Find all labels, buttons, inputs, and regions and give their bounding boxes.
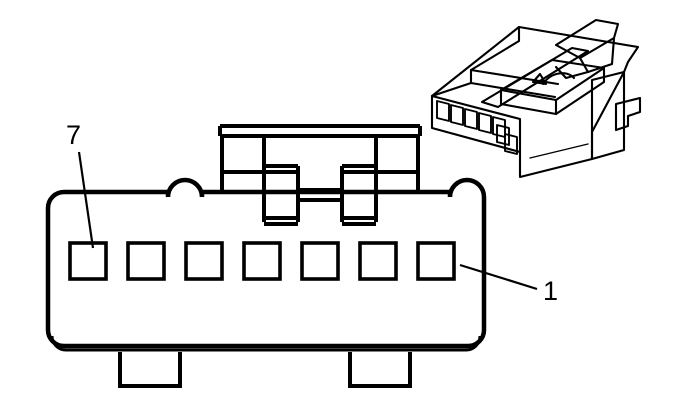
terminal-cavity-5 <box>184 241 224 281</box>
iso-side-retention-tab <box>614 96 642 132</box>
iso-latch-pad-front <box>499 88 558 116</box>
connector-body-outline <box>45 177 487 349</box>
terminal-cavity-row <box>68 241 456 281</box>
iso-back-wall-top <box>469 25 521 72</box>
connector-body-bottom-inner-line <box>50 335 482 352</box>
iso-cavity-5 <box>464 108 478 130</box>
iso-cavity-4 <box>478 112 492 134</box>
iso-latch-arm-hook <box>578 36 616 74</box>
callout-1-leader-line <box>459 263 538 291</box>
iso-latch-arm <box>554 18 620 60</box>
iso-cavity-2 <box>496 124 510 146</box>
iso-right-body-top-edge <box>590 70 626 134</box>
iso-latch-arm-underside <box>554 65 590 80</box>
iso-right-body-face <box>590 70 626 161</box>
iso-cavity-1 <box>504 133 518 155</box>
iso-latch-rib <box>531 72 548 86</box>
connector-isometric-view <box>430 18 642 179</box>
callout-7-label: 7 <box>66 120 81 150</box>
iso-latch-pad-right <box>554 66 606 116</box>
iso-housing-top-back-edge <box>430 25 640 98</box>
callout-7: 7 <box>66 120 95 249</box>
terminal-cavity-2 <box>358 241 398 281</box>
connector-front-view <box>45 124 487 388</box>
terminal-cavity-6 <box>126 241 166 281</box>
iso-terminal-cavity-row <box>436 100 518 155</box>
terminal-cavity-7 <box>68 241 108 281</box>
terminal-cavity-4 <box>242 241 282 281</box>
mounting-tab-right <box>348 352 412 388</box>
iso-cavity-7 <box>436 100 450 122</box>
mounting-tab-left <box>118 352 182 388</box>
iso-front-scribe-line <box>529 143 589 159</box>
callout-1: 1 <box>459 263 558 306</box>
terminal-cavity-3 <box>300 241 340 281</box>
iso-cavity-6 <box>450 104 464 126</box>
callout-1-label: 1 <box>543 276 558 306</box>
callout-7-leader-line <box>77 151 95 249</box>
terminal-cavity-1 <box>416 241 456 281</box>
